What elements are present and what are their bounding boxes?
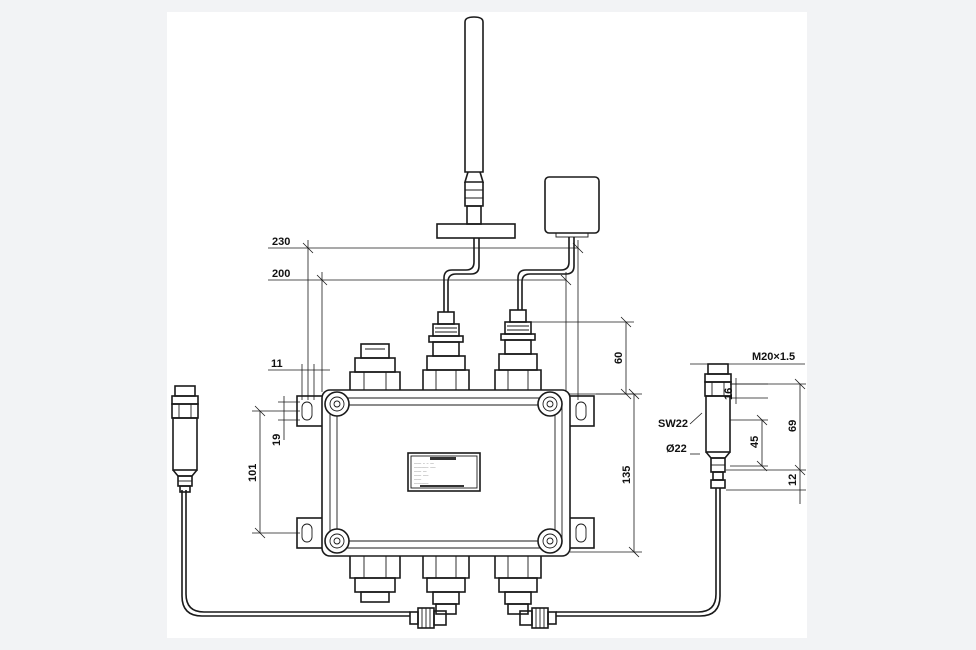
- nameplate-line: ———— ——: [413, 470, 427, 473]
- dim-label-m20: M20×1.5: [752, 351, 795, 363]
- dim-label-135: 135: [621, 466, 633, 484]
- nameplate-line: ———— — — ——: [413, 462, 434, 465]
- dim-label-11: 11: [271, 358, 283, 370]
- dim-label-16: 16: [723, 388, 735, 400]
- top-antenna-connector: [422, 311, 470, 393]
- cable-plug-right: [519, 607, 557, 629]
- junction-box-enclosure: [296, 389, 595, 557]
- nameplate: ———— — — —— ———————— ——— ———— —— ———— ——…: [407, 452, 481, 492]
- dim-label-19: 19: [271, 434, 283, 446]
- dim-label-230: 230: [272, 236, 290, 248]
- nameplate-line: ———— ———: [413, 474, 429, 477]
- dimension-lines: [252, 240, 806, 558]
- dim-label-60: 60: [613, 352, 625, 364]
- nameplate-line: ————: [413, 478, 421, 481]
- antenna: [436, 16, 516, 312]
- dim-label-12: 12: [787, 474, 799, 486]
- dim-label-45: 45: [749, 436, 761, 448]
- dim-label-dia22: Ø22: [666, 443, 687, 455]
- bottom-connector-right: [494, 556, 542, 615]
- sensor-cable-left: [181, 490, 410, 617]
- dim-label-69: 69: [787, 420, 799, 432]
- nameplate-line: ————————: [413, 482, 429, 485]
- pressure-sensor-right: [704, 363, 732, 489]
- bottom-connector-middle: [422, 556, 470, 615]
- pressure-sensor-left: [171, 385, 199, 493]
- dim-label-200: 200: [272, 268, 290, 280]
- nameplate-line: ———————— ———: [413, 466, 436, 469]
- cable-plug-left: [409, 607, 447, 629]
- sensor-cable-right: [556, 488, 721, 617]
- gps-module: [517, 176, 600, 310]
- bottom-cable-gland-left: [349, 556, 401, 603]
- dim-label-sw22: SW22: [658, 418, 688, 430]
- dim-label-101: 101: [247, 464, 259, 482]
